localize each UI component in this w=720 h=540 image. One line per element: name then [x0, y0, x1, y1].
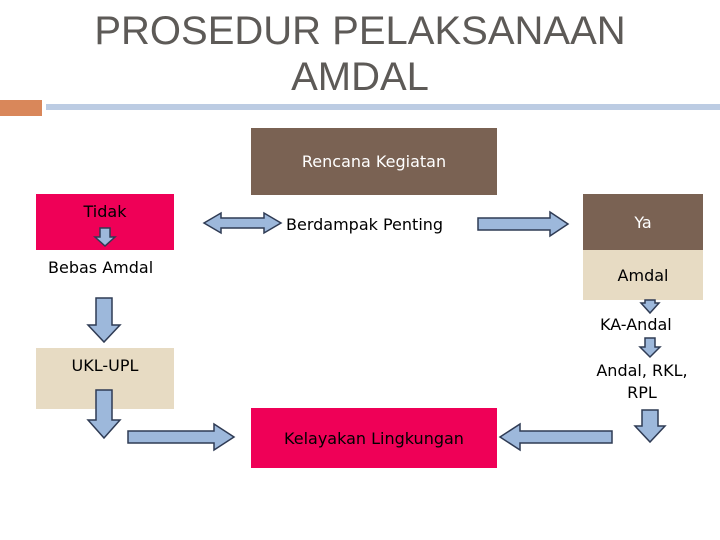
kelayakan-lingkungan-box: Kelayakan Lingkungan: [251, 408, 497, 468]
arrow-left-to-kelayakan-icon: [498, 422, 613, 452]
arrow-down-tidak-icon: [93, 227, 117, 248]
amdal-label: Amdal: [617, 265, 669, 285]
andal-rkl-rpl-label: Andal, RKL, RPL: [583, 360, 701, 404]
title-line-2: AMDAL: [291, 55, 429, 99]
arrow-down-ukl-icon: [86, 389, 122, 440]
title-line-1: PROSEDUR PELAKSANAAN: [94, 9, 626, 53]
double-arrow-left-icon: [202, 211, 283, 235]
andal-rkl-rpl-text: Andal, RKL, RPL: [596, 361, 688, 402]
arrow-down-andal-icon: [633, 409, 667, 444]
tidak-label: Tidak: [83, 202, 127, 221]
arrow-down-ka-andal-icon: [638, 337, 662, 359]
page-title: PROSEDUR PELAKSANAAN AMDAL: [40, 8, 680, 100]
kelayakan-lingkungan-label: Kelayakan Lingkungan: [284, 428, 464, 448]
accent-bar-orange: [0, 100, 42, 116]
rencana-kegiatan-label: Rencana Kegiatan: [301, 152, 447, 171]
ka-andal-label: KA-Andal: [600, 315, 672, 334]
rencana-kegiatan-box: Rencana Kegiatan: [251, 128, 497, 195]
ukl-upl-label: UKL-UPL: [71, 356, 139, 375]
berdampak-penting-label: Berdampak Penting: [286, 215, 444, 234]
arrow-right-to-kelayakan-icon: [127, 422, 236, 452]
arrow-down-amdal-icon: [639, 299, 661, 315]
accent-bar-blue: [46, 104, 720, 110]
amdal-box: Amdal: [583, 250, 703, 300]
bebas-amdal-label: Bebas Amdal: [48, 258, 154, 277]
arrow-right-to-ya-icon: [477, 210, 570, 238]
ya-label: Ya: [634, 212, 652, 232]
ya-box: Ya: [583, 194, 703, 250]
arrow-down-bebas-icon: [86, 297, 122, 344]
